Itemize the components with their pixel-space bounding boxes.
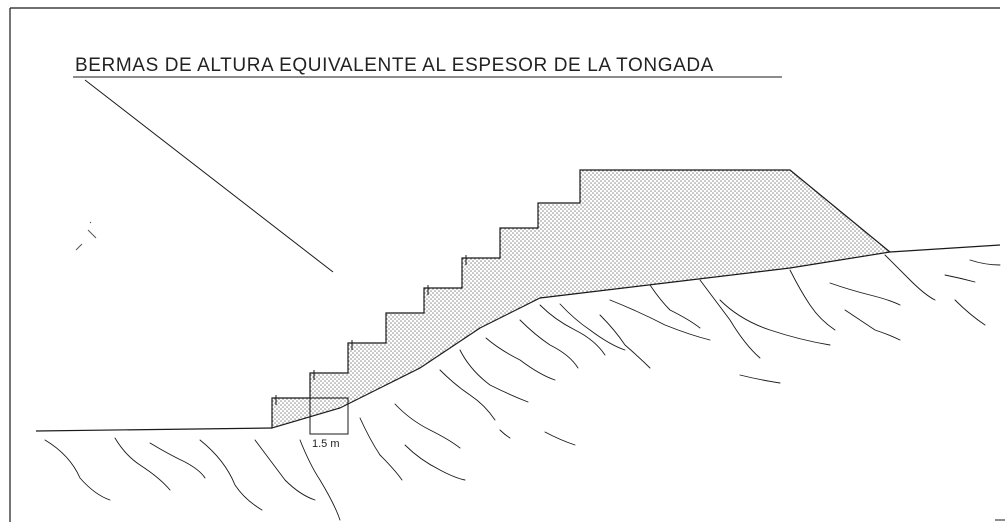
dimension-label: 1.5 m <box>312 438 340 450</box>
dimension-box <box>309 397 349 435</box>
diagram-title: BERMAS DE ALTURA EQUIVALENTE AL ESPESOR … <box>75 55 714 76</box>
leader-line <box>84 79 334 273</box>
embankment-fill <box>271 169 892 429</box>
stray-marks <box>75 221 97 251</box>
page-frame <box>9 7 1000 522</box>
step-ticks <box>275 255 467 405</box>
ground-line <box>35 244 1001 432</box>
terrain-hatching <box>44 254 1001 521</box>
